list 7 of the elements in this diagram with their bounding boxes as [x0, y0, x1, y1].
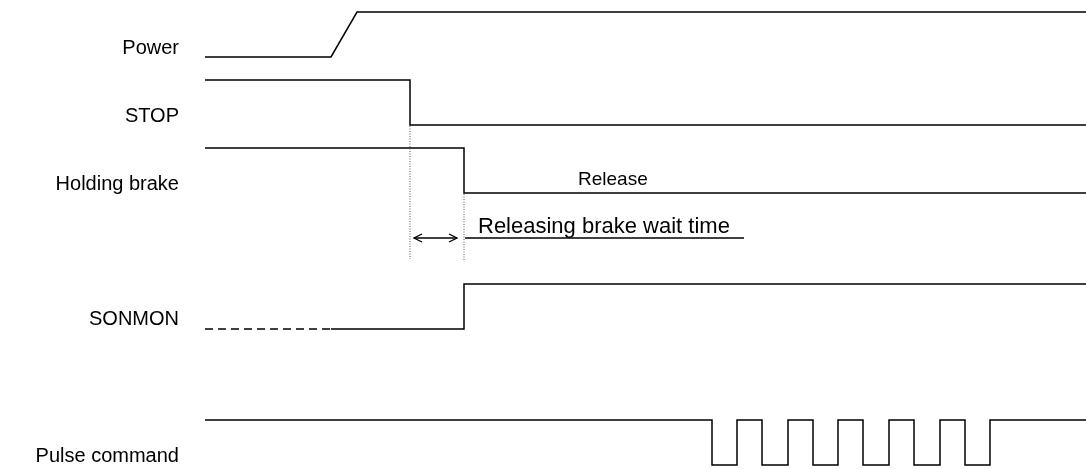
state-label: Release	[578, 169, 648, 188]
annotation-text: Releasing brake wait time	[478, 215, 730, 237]
signal-label: Pulse command	[35, 445, 179, 465]
signal-label: STOP	[124, 105, 179, 125]
signal-label: Power	[122, 37, 179, 57]
signal-label: SONMON	[89, 308, 179, 328]
signal-label: Holding brake	[55, 173, 179, 193]
